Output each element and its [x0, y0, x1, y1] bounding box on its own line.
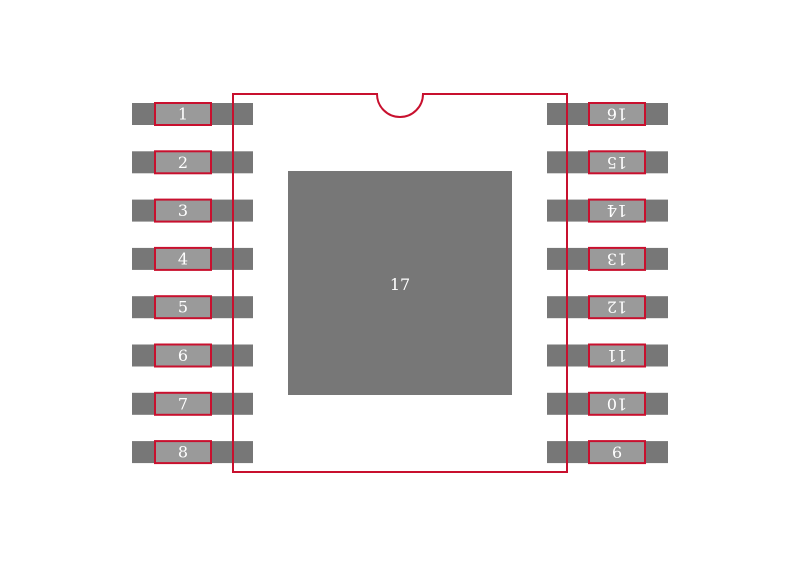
left-pin-label: 7 [178, 394, 188, 413]
left-pin-label: 8 [178, 443, 188, 462]
right-pin: 16 [547, 102, 668, 126]
left-pin: 8 [132, 440, 253, 465]
right-pin: 14 [547, 198, 668, 223]
right-pin-label: 9 [612, 443, 622, 462]
left-pin-copper-outline [154, 102, 212, 126]
right-pin: 11 [547, 343, 668, 368]
right-pin: 9 [547, 440, 668, 465]
right-pin-label: 13 [607, 249, 627, 268]
left-pin-label: 1 [178, 105, 188, 124]
left-pin-copper-outline [154, 198, 212, 223]
left-pin: 1 [132, 102, 253, 126]
right-pin: 10 [547, 391, 668, 416]
left-pin-copper-outline [154, 440, 212, 465]
left-pin-label: 3 [178, 201, 188, 220]
right-pin-label: 16 [607, 105, 627, 124]
left-pin: 5 [132, 295, 253, 320]
left-pin-label: 2 [178, 153, 188, 172]
left-pin-row: 1 2 3 4 5 6 7 8 [132, 102, 253, 465]
package-body-outline [232, 93, 568, 473]
right-pin-label: 14 [607, 201, 627, 220]
thermal-pad-label: 17 [390, 275, 410, 294]
left-pin-label: 4 [178, 249, 188, 268]
left-pin: 6 [132, 343, 253, 368]
left-pin-copper-outline [154, 246, 212, 271]
right-pin-label: 10 [607, 394, 627, 413]
right-pin-copper-outline [588, 343, 646, 368]
left-pin-copper-outline [154, 391, 212, 416]
thermal-pad [288, 171, 512, 395]
left-pin: 4 [132, 246, 253, 271]
right-pin-label: 11 [607, 346, 627, 365]
right-pin-copper-outline [588, 295, 646, 320]
right-pin-copper-outline [588, 150, 646, 175]
left-pin-label: 6 [178, 346, 188, 365]
left-pin: 3 [132, 198, 253, 223]
right-pin-row: 16 15 14 13 12 11 10 9 [547, 102, 668, 465]
right-pin-copper-outline [588, 246, 646, 271]
left-pin-copper-outline [154, 295, 212, 320]
right-pin-label: 12 [607, 298, 627, 317]
left-pin: 7 [132, 391, 253, 416]
right-pin-copper-outline [588, 440, 646, 465]
right-pin-copper-outline [588, 391, 646, 416]
left-pin-copper-outline [154, 150, 212, 175]
right-pin: 12 [547, 295, 668, 320]
right-pin-copper-outline [588, 198, 646, 223]
right-pin: 13 [547, 246, 668, 271]
left-pin-copper-outline [154, 343, 212, 368]
right-pin-copper-outline [588, 102, 646, 126]
left-pin: 2 [132, 150, 253, 175]
left-pin-label: 5 [178, 298, 188, 317]
right-pin-label: 15 [607, 153, 627, 172]
right-pin: 15 [547, 150, 668, 175]
